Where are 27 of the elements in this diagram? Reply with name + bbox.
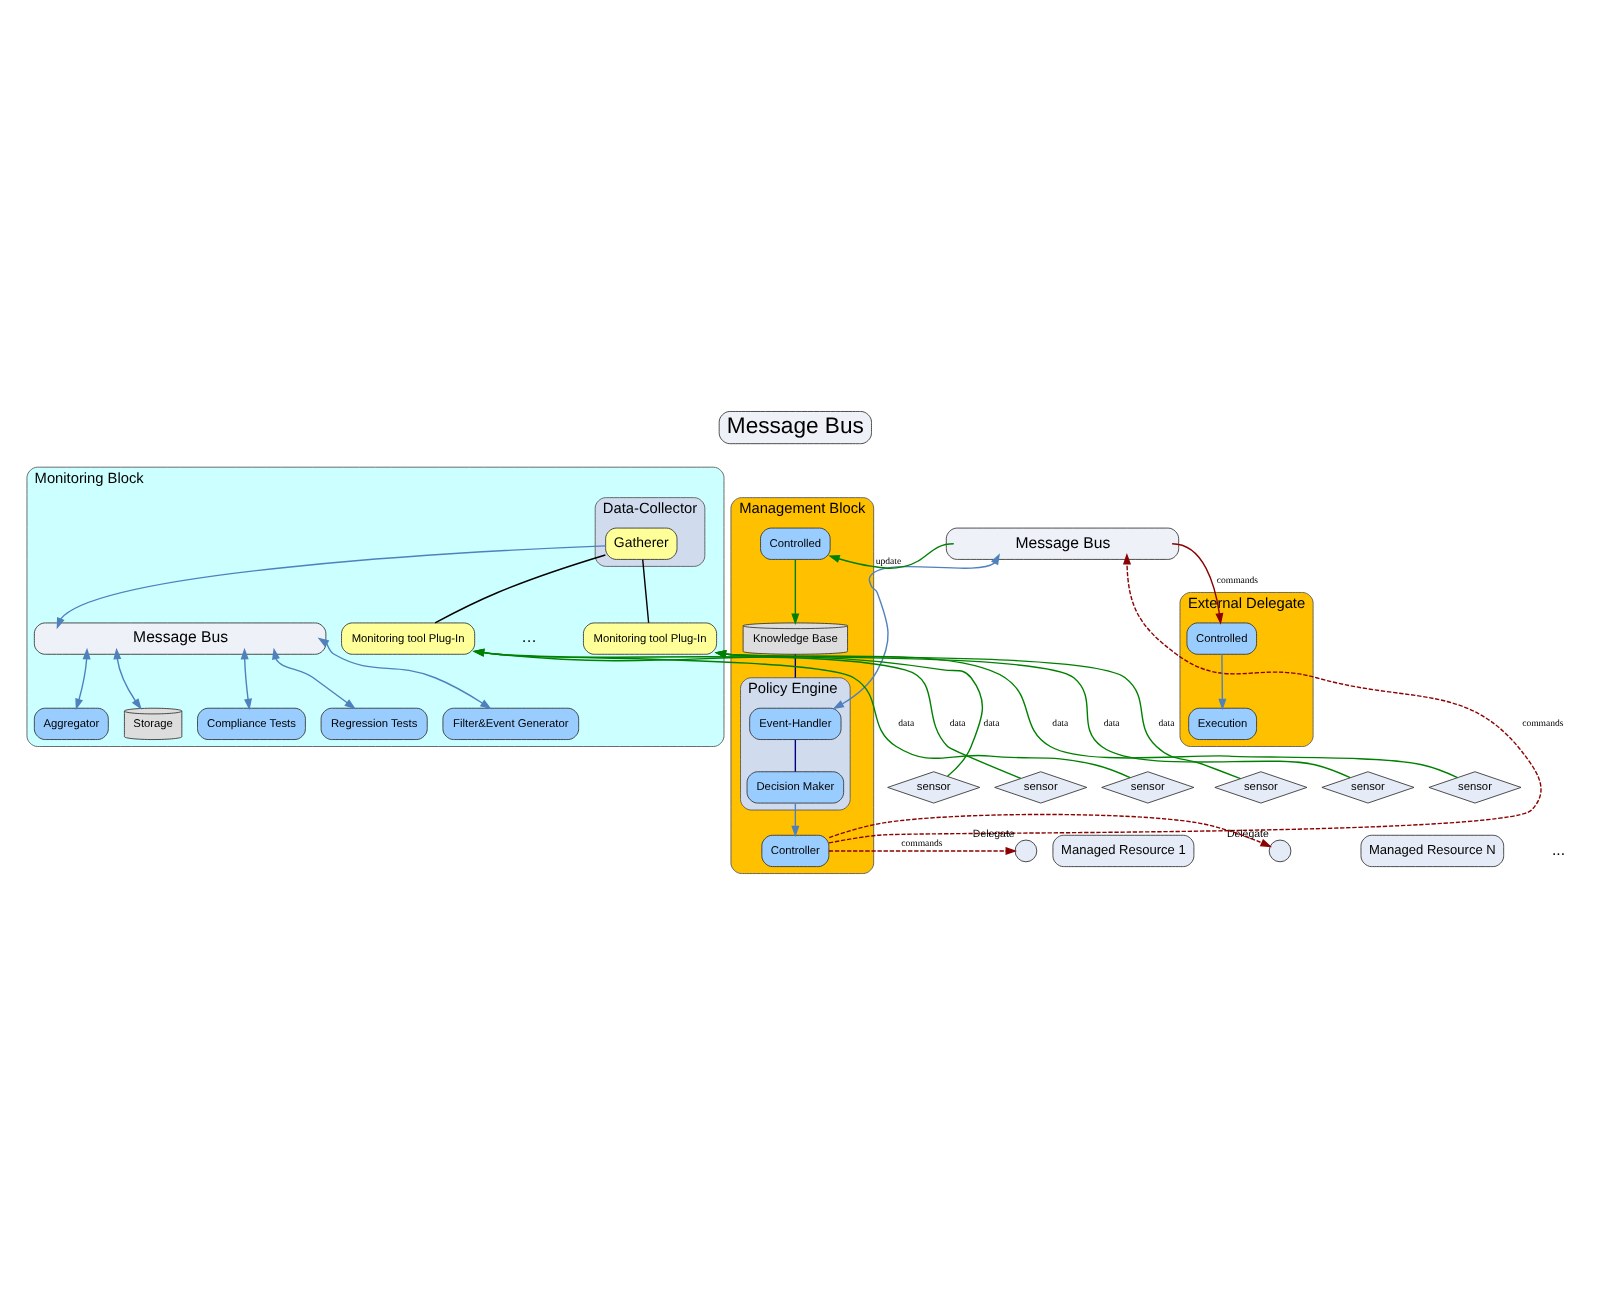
arrow	[791, 802, 800, 838]
arrow	[472, 648, 1131, 779]
label: …	[521, 628, 537, 647]
arrow	[75, 647, 91, 711]
arrow	[113, 647, 142, 710]
arrow	[272, 647, 356, 710]
arrow	[828, 552, 1542, 844]
arrow	[828, 846, 1018, 855]
arrow	[832, 553, 1000, 710]
arrow	[791, 558, 800, 625]
node-circle	[1268, 839, 1292, 863]
connector	[434, 554, 607, 624]
node-box: Message Bus	[33, 622, 327, 655]
node-box: Message Bus	[945, 527, 1180, 560]
arrow	[1218, 653, 1227, 711]
node-box: Message Bus	[718, 411, 872, 445]
arrow	[240, 647, 252, 711]
arrow	[828, 813, 1272, 848]
arrow	[317, 637, 492, 710]
arrow	[714, 650, 1242, 780]
arrow	[56, 545, 607, 630]
label: ...	[1551, 840, 1566, 859]
arrow	[828, 543, 955, 569]
node-circle	[1014, 839, 1038, 863]
connector	[794, 739, 797, 773]
connector	[794, 653, 797, 679]
connector	[642, 558, 650, 624]
